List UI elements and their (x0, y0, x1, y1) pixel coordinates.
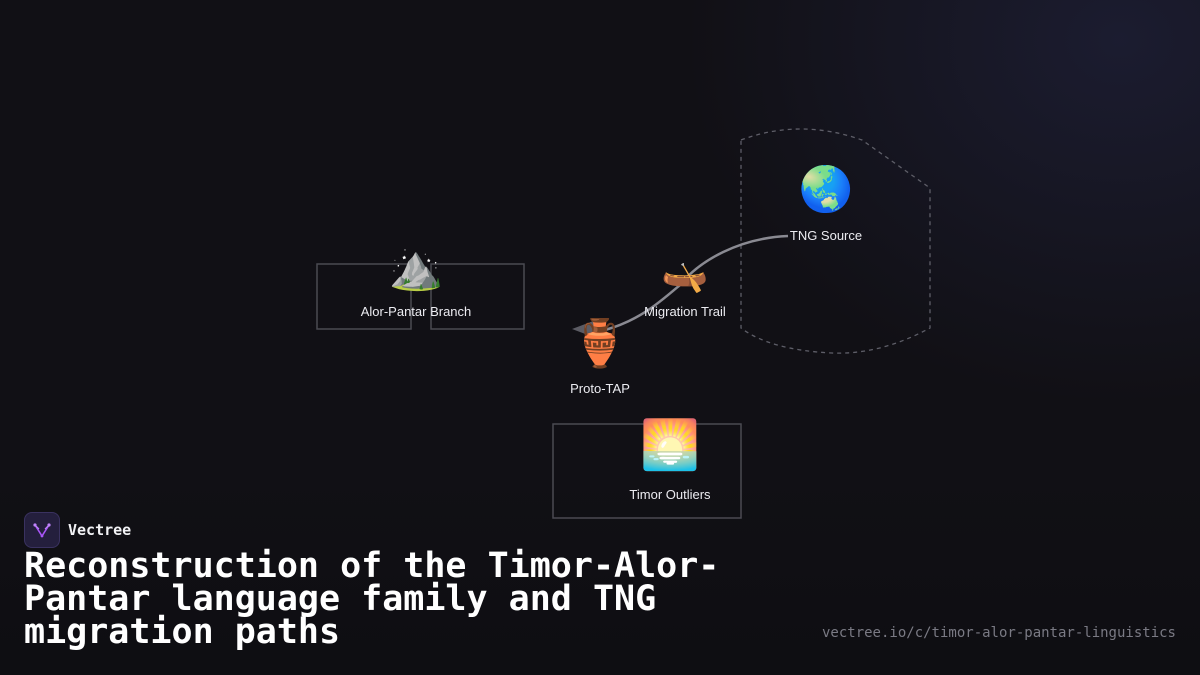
node-timor-outliers[interactable]: 🌅 Timor Outliers (615, 419, 725, 503)
globe-icon: 🌏 (798, 165, 854, 214)
node-alor-pantar-branch[interactable]: ⛰️ Alor-Pantar Branch (346, 243, 486, 320)
timor-box (552, 423, 742, 519)
source-url[interactable]: vectree.io/c/timor-alor-pantar-linguisti… (821, 625, 1176, 641)
page-title: Reconstruction of the Timor-Alor-Pantar … (24, 546, 720, 652)
node-label: Alor-Pantar Branch (360, 304, 472, 319)
migration-path-arrowhead (572, 320, 596, 338)
node-label: Timor Outliers (629, 487, 711, 502)
node-label: TNG Source (789, 228, 863, 243)
mountain-icon: ⛰️ (388, 243, 444, 292)
tng-region-outline (740, 128, 931, 354)
node-migration-trail[interactable]: 🛶 Migration Trail (630, 254, 740, 319)
vectree-logo-icon (24, 512, 60, 548)
alor-box-left (316, 263, 412, 330)
brand[interactable]: Vectree (24, 512, 131, 548)
node-proto-tap[interactable]: 🏺 Proto-TAP (550, 320, 650, 396)
canoe-icon: 🛶 (661, 252, 709, 294)
brand-name: Vectree (68, 521, 132, 539)
amphora-icon: 🏺 (571, 317, 629, 369)
migration-path-line (604, 234, 789, 332)
sunrise-icon: 🌅 (640, 419, 700, 472)
node-tng-source[interactable]: 🌏 TNG Source (776, 165, 876, 244)
node-label: Migration Trail (644, 304, 726, 319)
alor-box-right (430, 263, 525, 330)
node-label: Proto-TAP (570, 381, 630, 396)
